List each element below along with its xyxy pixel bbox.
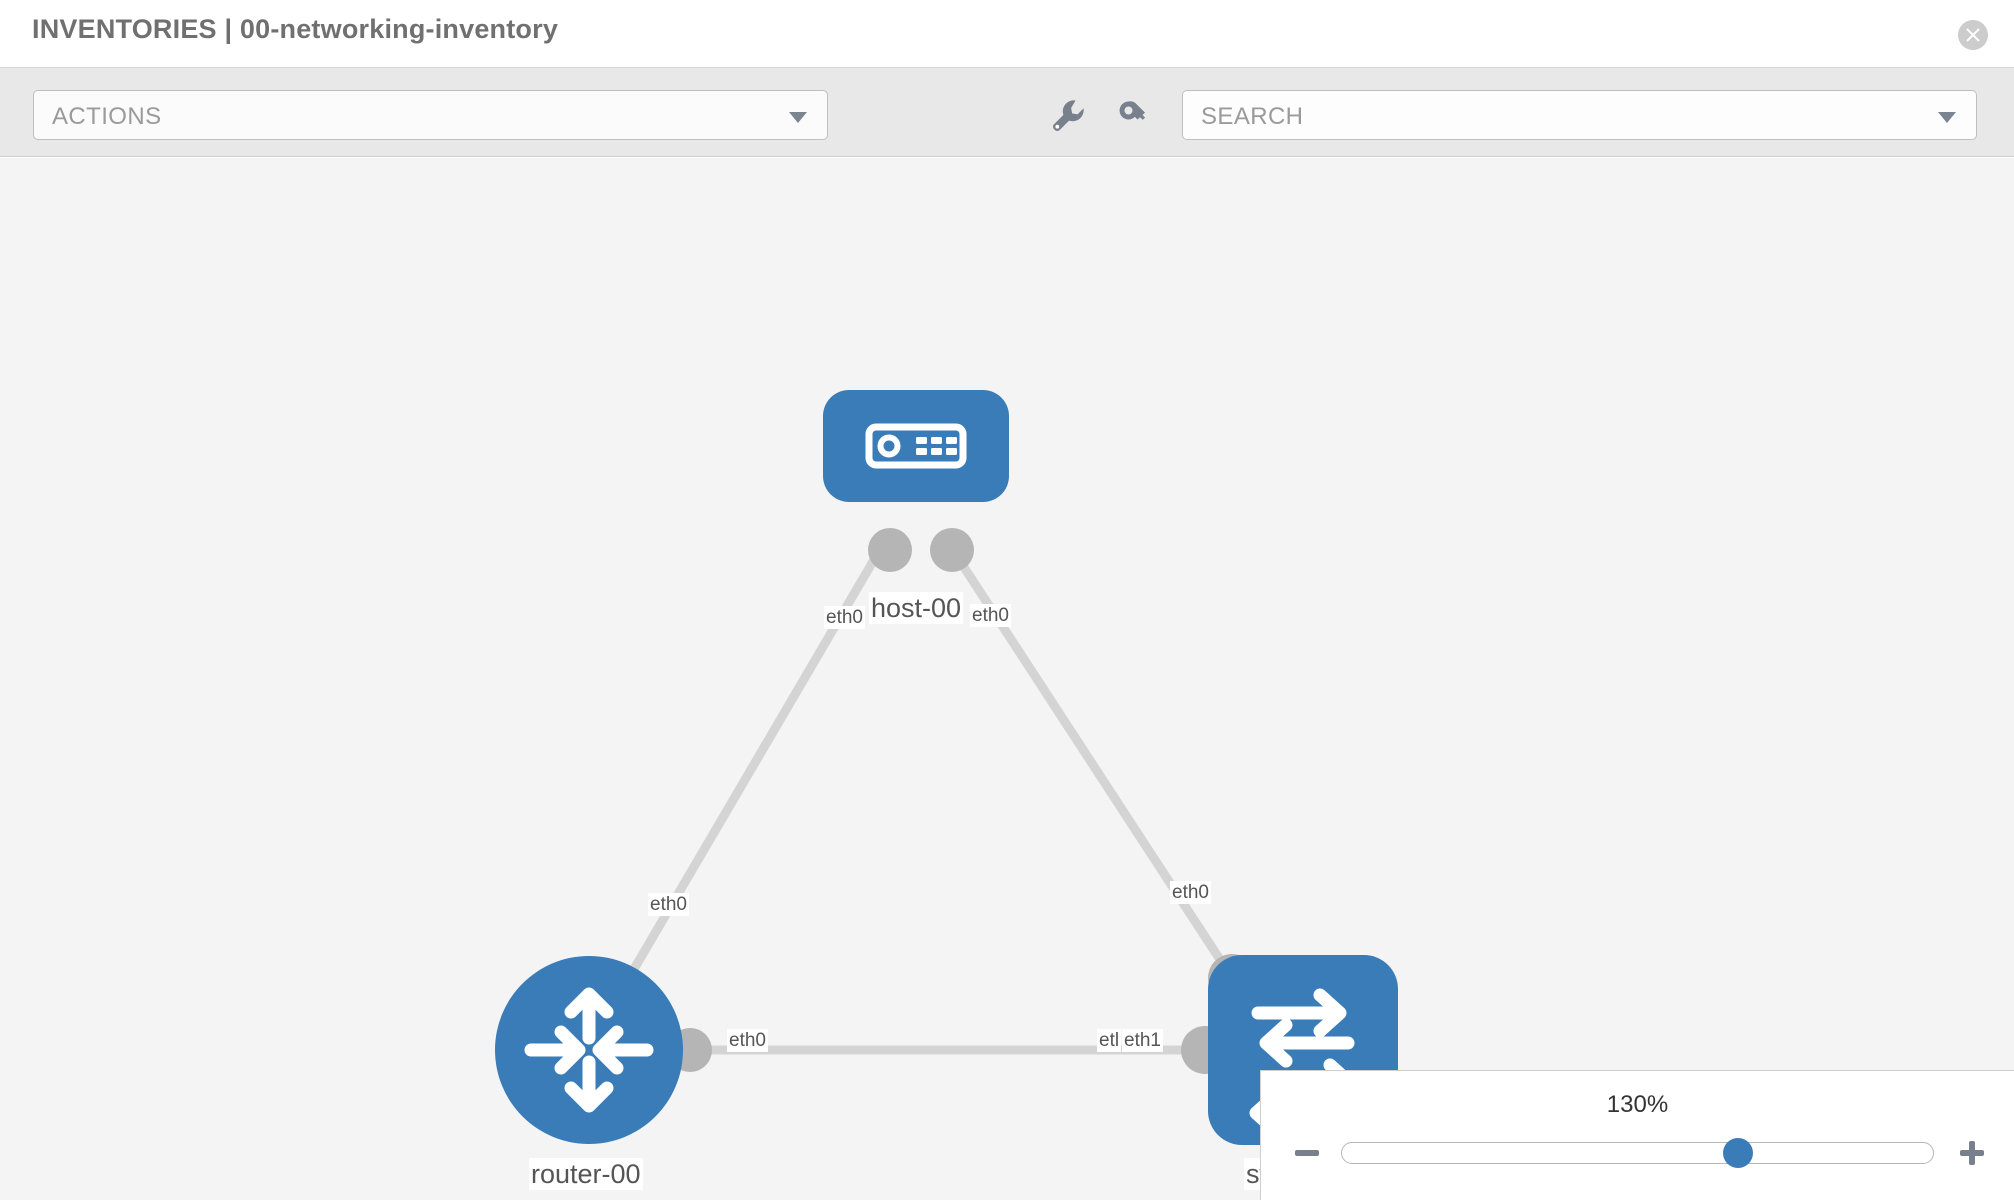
search-input[interactable]: SEARCH bbox=[1182, 90, 1977, 140]
node-router-00[interactable] bbox=[495, 956, 683, 1144]
zoom-slider-thumb[interactable] bbox=[1722, 1138, 1753, 1168]
iface-label: eth0 bbox=[648, 893, 689, 916]
zoom-out-button[interactable] bbox=[1287, 1133, 1327, 1173]
chevron-down-icon bbox=[1938, 112, 1956, 123]
router-icon bbox=[524, 987, 654, 1113]
node-label-host-00: host-00 bbox=[869, 592, 964, 624]
actions-dropdown[interactable]: ACTIONS bbox=[33, 90, 828, 140]
zoom-slider[interactable] bbox=[1341, 1138, 1934, 1168]
wrench-icon[interactable] bbox=[1046, 94, 1088, 136]
topology-links bbox=[615, 553, 1237, 1055]
iface-label: etl bbox=[1097, 1029, 1122, 1052]
close-icon[interactable] bbox=[1958, 20, 1988, 50]
connector-host00-eth0-left[interactable] bbox=[868, 528, 912, 572]
link-host00-switch00[interactable] bbox=[953, 553, 1237, 983]
node-label-router-00: router-00 bbox=[529, 1158, 643, 1190]
zoom-slider-row bbox=[1261, 1133, 2014, 1173]
search-input-value: SEARCH bbox=[1201, 103, 1304, 130]
key-icon[interactable] bbox=[1112, 94, 1154, 136]
zoom-level-value: 130% bbox=[1606, 1091, 1669, 1118]
actions-dropdown-label: ACTIONS bbox=[52, 103, 162, 130]
iface-label: eth1 bbox=[1122, 1029, 1163, 1052]
link-host00-router00[interactable] bbox=[615, 553, 880, 998]
topology-graph bbox=[495, 390, 1398, 1145]
page-header: INVENTORIES | 00-networking-inventory bbox=[0, 0, 2014, 68]
page-title: INVENTORIES | 00-networking-inventory bbox=[32, 14, 559, 44]
connector-host00-eth0-right[interactable] bbox=[930, 528, 974, 572]
chevron-down-icon bbox=[789, 112, 807, 123]
topology-canvas[interactable]: eth0 host-00 eth0 eth0 eth0 eth0 etl eth… bbox=[0, 158, 2014, 1200]
iface-label: eth0 bbox=[970, 604, 1011, 627]
server-icon bbox=[865, 423, 967, 469]
toolbar: ACTIONS SEARCH bbox=[0, 68, 2014, 157]
iface-label: eth0 bbox=[727, 1029, 768, 1052]
iface-label: eth0 bbox=[1170, 881, 1211, 904]
zoom-in-button[interactable] bbox=[1952, 1133, 1992, 1173]
node-host-00[interactable] bbox=[823, 390, 1009, 502]
zoom-control-panel: 130% bbox=[1260, 1070, 2014, 1200]
iface-label: eth0 bbox=[824, 606, 865, 629]
